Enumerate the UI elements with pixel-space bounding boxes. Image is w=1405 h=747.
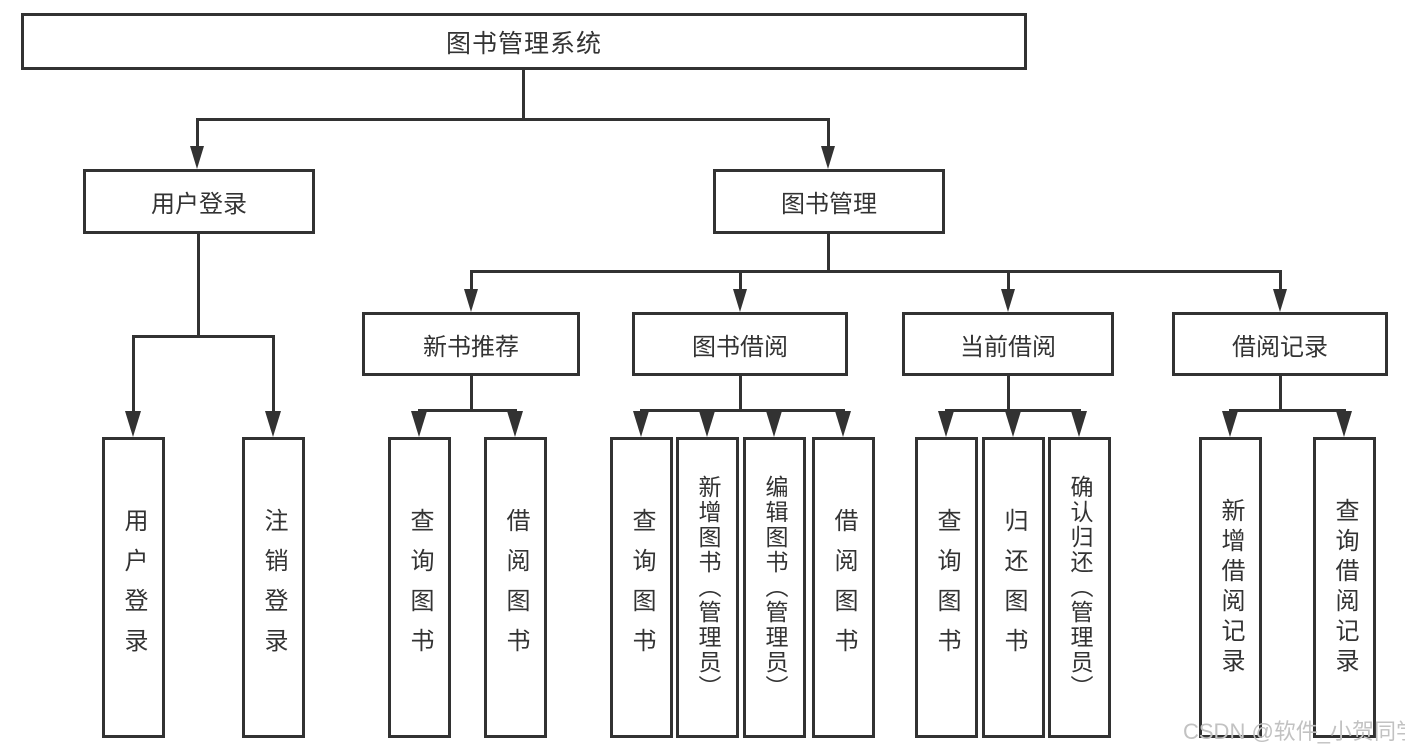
leaf-query-books-borrowing: 查询图书 (610, 437, 673, 738)
node-user-login: 用户登录 (83, 169, 315, 234)
connector-arrow (835, 411, 851, 437)
connector-line (132, 335, 135, 413)
connector-line (470, 270, 473, 291)
connector-arrow (938, 411, 954, 437)
node-borrowing-records: 借阅记录 (1172, 312, 1388, 376)
node-current-borrowing: 当前借阅 (902, 312, 1114, 376)
connector-line (272, 335, 275, 413)
connector-line (1279, 376, 1282, 412)
connector-arrow (507, 411, 523, 437)
connector-arrow (464, 289, 478, 312)
node-label: 查询借阅记录 (1331, 497, 1358, 678)
leaf-borrow-books-recommend: 借阅图书 (484, 437, 547, 738)
node-label: 注销登录 (260, 507, 287, 668)
node-label: 确认归还（管理员） (1067, 475, 1093, 700)
connector-arrow (411, 411, 427, 437)
node-label: 查询图书 (933, 507, 960, 668)
connector-line (197, 233, 200, 337)
connector-arrow (125, 411, 141, 437)
node-label: 借阅记录 (1232, 333, 1328, 361)
connector-line (739, 270, 742, 291)
connector-line (945, 409, 1081, 412)
connector-arrow (699, 411, 715, 437)
leaf-query-books-current: 查询图书 (915, 437, 978, 738)
connector-arrow (1222, 411, 1238, 437)
connector-line (470, 376, 473, 412)
node-label: 查询图书 (628, 507, 655, 668)
connector-line (640, 409, 845, 412)
node-book-management: 图书管理 (713, 169, 945, 234)
connector-line (196, 118, 199, 149)
leaf-query-books-recommend: 查询图书 (388, 437, 451, 738)
node-label: 归还图书 (1000, 507, 1027, 668)
connector-line (418, 409, 517, 412)
node-new-book-recommend: 新书推荐 (362, 312, 580, 376)
connector-arrow (190, 146, 204, 169)
node-label: 编辑图书（管理员） (762, 475, 788, 700)
connector-line (827, 233, 830, 273)
leaf-edit-books-admin: 编辑图书（管理员） (743, 437, 806, 738)
node-label: 当前借阅 (960, 333, 1056, 361)
node-label: 借阅图书 (502, 507, 529, 668)
node-label: 查询图书 (406, 507, 433, 668)
connector-arrow (1336, 411, 1352, 437)
connector-arrow (821, 146, 835, 169)
connector-line (132, 335, 275, 338)
connector-line (1229, 409, 1346, 412)
leaf-confirm-return-admin: 确认归还（管理员） (1048, 437, 1111, 738)
node-label: 借阅图书 (830, 507, 857, 668)
connector-line (470, 270, 1282, 273)
node-label: 新增借阅记录 (1217, 497, 1244, 678)
connector-arrow (265, 411, 281, 437)
connector-line (1279, 270, 1282, 291)
connector-line (1007, 270, 1010, 291)
connector-arrow (1005, 411, 1021, 437)
leaf-user-login: 用户登录 (102, 437, 165, 738)
node-label: 图书管理 (781, 191, 877, 218)
connector-line (1007, 376, 1010, 412)
connector-arrow (633, 411, 649, 437)
node-label: 新书推荐 (423, 333, 519, 361)
node-label: 用户登录 (151, 191, 247, 218)
connector-arrow (766, 411, 782, 437)
node-book-borrowing: 图书借阅 (632, 312, 848, 376)
node-label: 用户登录 (120, 507, 147, 668)
connector-arrow (733, 289, 747, 312)
leaf-query-borrow-record: 查询借阅记录 (1313, 437, 1376, 738)
leaf-add-books-admin: 新增图书（管理员） (676, 437, 739, 738)
connector-line (827, 118, 830, 149)
connector-line (739, 376, 742, 412)
leaf-borrow-books-borrowing: 借阅图书 (812, 437, 875, 738)
node-label: 图书借阅 (692, 333, 788, 361)
connector-line (522, 69, 525, 121)
leaf-logout: 注销登录 (242, 437, 305, 738)
node-label: 图书管理系统 (445, 29, 602, 58)
node-label: 新增图书（管理员） (695, 475, 721, 700)
leaf-add-borrow-record: 新增借阅记录 (1199, 437, 1262, 738)
node-library-management-system: 图书管理系统 (21, 13, 1027, 70)
connector-arrow (1001, 289, 1015, 312)
watermark-csdn: CSDN @软件_小贺同学 (1183, 719, 1405, 744)
connector-line (196, 118, 830, 121)
connector-arrow (1071, 411, 1087, 437)
leaf-return-books: 归还图书 (982, 437, 1045, 738)
connector-arrow (1273, 289, 1287, 312)
